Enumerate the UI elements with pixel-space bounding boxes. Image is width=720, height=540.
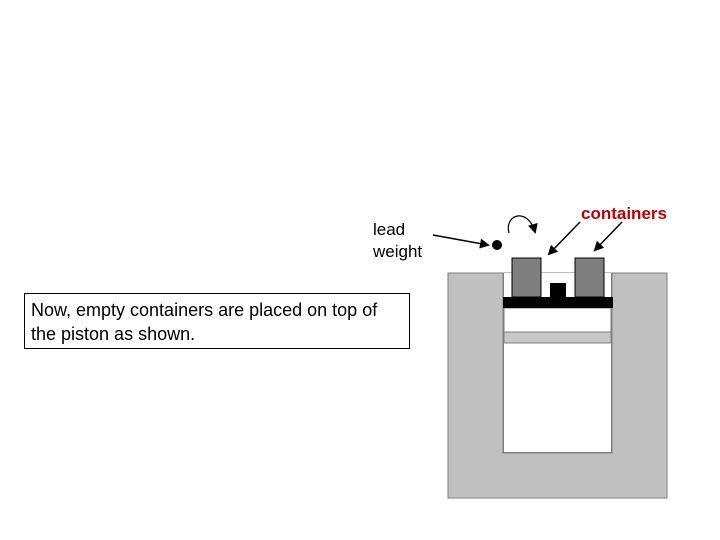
lead-weight-dot bbox=[492, 240, 502, 250]
lead-weight-label: lead weight bbox=[373, 219, 422, 263]
lead-weight-label-line2: weight bbox=[373, 242, 423, 261]
piston-knob bbox=[550, 283, 566, 298]
containers-arrow-right bbox=[593, 221, 623, 252]
caption-box: Now, empty containers are placed on top … bbox=[24, 293, 410, 349]
lead-weight-arrow bbox=[432, 234, 490, 249]
piston-plate bbox=[503, 297, 613, 308]
containers-label: containers bbox=[581, 204, 667, 223]
curved-placement-arrow bbox=[507, 215, 538, 234]
container-right bbox=[574, 257, 605, 298]
lead-weight-label-line1: lead bbox=[373, 220, 406, 239]
container-left bbox=[511, 257, 542, 298]
piston-band bbox=[503, 331, 612, 344]
containers-arrow-left bbox=[547, 221, 581, 256]
piston-upper-block bbox=[503, 307, 612, 333]
